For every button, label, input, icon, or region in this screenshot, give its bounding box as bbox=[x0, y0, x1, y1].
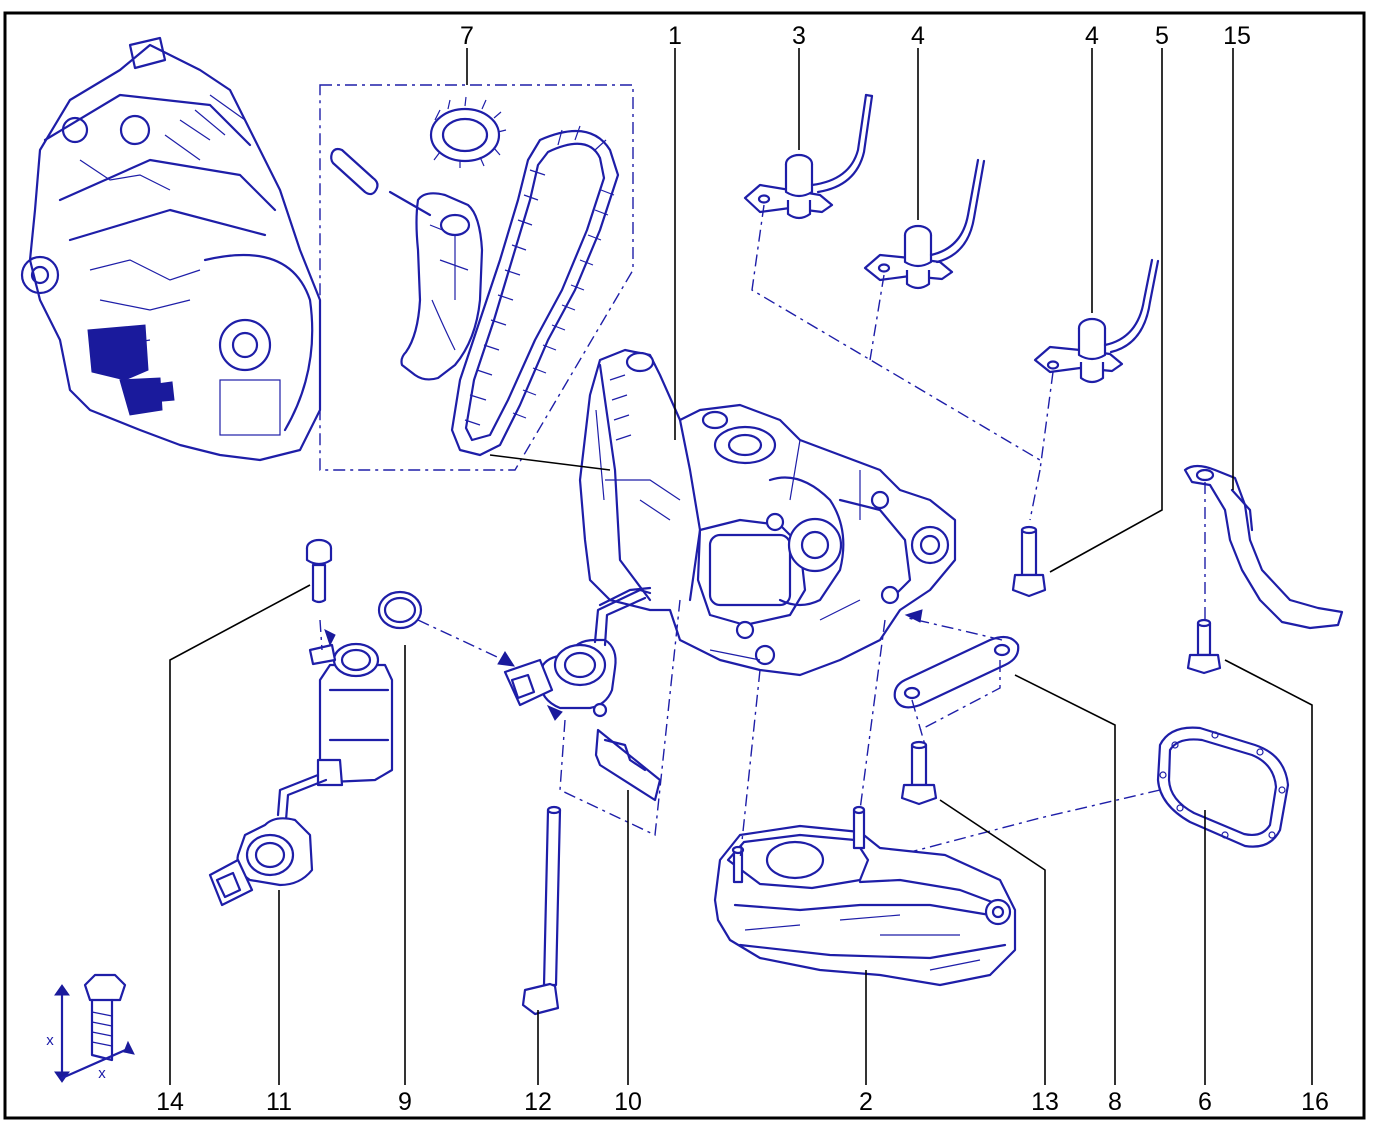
timing-chain bbox=[450, 129, 620, 457]
callout-7: 7 bbox=[460, 22, 474, 50]
bolt-14 bbox=[305, 538, 333, 604]
oil-sump-2 bbox=[713, 805, 1017, 987]
bracket-15 bbox=[1183, 464, 1344, 630]
sensor-4-upper bbox=[863, 158, 986, 290]
timing-chain-kit-group bbox=[319, 84, 634, 471]
callout-9: 9 bbox=[398, 1088, 412, 1116]
callout-13: 13 bbox=[1031, 1088, 1059, 1116]
callout-2: 2 bbox=[859, 1088, 873, 1116]
gasket-6 bbox=[1156, 726, 1290, 848]
callout-6: 6 bbox=[1198, 1088, 1212, 1116]
callout-3: 3 bbox=[792, 22, 806, 50]
chain-kit-dashed-outline bbox=[319, 84, 634, 471]
sprocket bbox=[429, 96, 507, 168]
torque-spec-symbol: x x bbox=[46, 973, 135, 1083]
callout-15: 15 bbox=[1223, 22, 1251, 50]
plate-8 bbox=[893, 635, 1020, 709]
callout-11: 11 bbox=[266, 1088, 292, 1116]
seal-plate-10 bbox=[594, 728, 662, 802]
bolt-16 bbox=[1186, 618, 1222, 675]
guide-pin bbox=[330, 147, 379, 196]
bolt-13 bbox=[900, 740, 938, 806]
solenoid-11 bbox=[208, 629, 394, 907]
callout-12: 12 bbox=[524, 1088, 552, 1116]
leader-lines bbox=[169, 48, 1313, 1085]
engine-overview-illustration bbox=[20, 36, 322, 462]
callout-1: 1 bbox=[668, 22, 682, 50]
long-bolt-12 bbox=[521, 805, 562, 1016]
sensor-4-lower bbox=[1033, 258, 1160, 384]
diagram-border bbox=[3, 11, 1366, 1120]
callout-14: 14 bbox=[156, 1088, 184, 1116]
callout-16: 16 bbox=[1301, 1088, 1329, 1116]
callout-4-upper: 4 bbox=[911, 22, 925, 50]
oil-pump-main-module bbox=[578, 348, 957, 677]
callout-5: 5 bbox=[1155, 22, 1169, 50]
torque-symbol-x-vertical: x bbox=[46, 1032, 54, 1049]
torque-symbol-x-horizontal: x bbox=[98, 1065, 106, 1082]
callout-10: 10 bbox=[614, 1088, 642, 1116]
solenoid-connector-center bbox=[503, 588, 652, 718]
callout-4-lower: 4 bbox=[1085, 22, 1099, 50]
sensor-3 bbox=[743, 93, 874, 220]
o-ring-9 bbox=[377, 590, 423, 630]
bolt-5 bbox=[1011, 525, 1047, 598]
callout-8: 8 bbox=[1108, 1088, 1122, 1116]
callout-numbers: 7 1 3 4 4 5 15 14 11 9 12 10 2 13 8 6 16 bbox=[156, 22, 1329, 1116]
chain-tensioner-guide bbox=[400, 192, 484, 381]
